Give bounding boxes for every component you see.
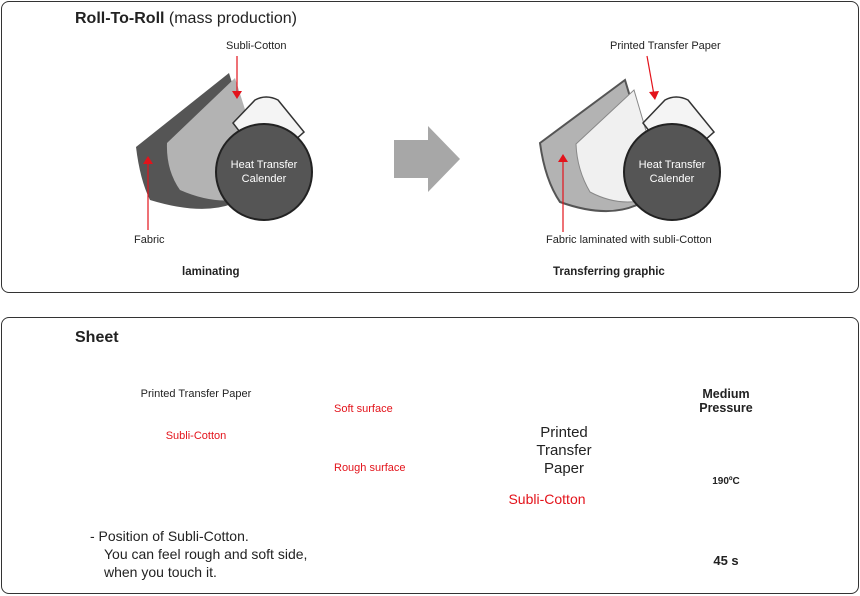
transferring-caption: Transferring graphic bbox=[553, 266, 665, 278]
calender-label: Heat Transfer Calender bbox=[638, 159, 706, 185]
laminating-diagram bbox=[136, 56, 313, 230]
heat-transfer-calender-roller bbox=[215, 123, 313, 221]
subli-cotton-label: Subli-Cotton bbox=[226, 40, 287, 52]
printed-transfer-paper-label: Printed Transfer Paper bbox=[610, 40, 721, 52]
fabric-bar-label: Fabric bbox=[180, 475, 212, 487]
rough-surface-label: Rough surface bbox=[334, 462, 406, 474]
fabric-label: Fabric bbox=[134, 234, 165, 246]
note-line-2: You can feel rough and soft side, bbox=[104, 546, 308, 562]
laminating-caption: laminating bbox=[182, 266, 240, 278]
heat-transfer-calender-roller bbox=[623, 123, 721, 221]
stack-paper-label: Printed Transfer Paper bbox=[536, 424, 592, 477]
fabric-laminated-label: Fabric laminated with subli-Cotton bbox=[546, 234, 712, 246]
cotton-bar-label: Subli-Cotton bbox=[165, 430, 227, 442]
paper-bar-label: Printed Transfer Paper bbox=[140, 388, 252, 400]
time-label: 45 s bbox=[713, 553, 739, 568]
sheet-title: Sheet bbox=[75, 329, 119, 346]
temperature-label: 190ºC bbox=[712, 476, 740, 487]
transferring-diagram bbox=[538, 55, 721, 232]
note-line-1: - Position of Subli-Cotton. bbox=[90, 528, 249, 544]
right-arrow-icon bbox=[394, 126, 460, 192]
pressure-label: Medium Pressure bbox=[699, 387, 753, 415]
stack-cotton-label: Subli-Cotton bbox=[508, 491, 586, 507]
calender-label: Heat Transfer Calender bbox=[230, 159, 298, 185]
roll-to-roll-title: Roll-To-Roll (mass production) bbox=[75, 10, 297, 27]
note-line-3: when you touch it. bbox=[104, 564, 217, 580]
soft-surface-label: Soft surface bbox=[334, 403, 393, 415]
sheet-panel bbox=[1, 317, 859, 594]
stack-fabric-label: Fabric bbox=[507, 521, 547, 537]
